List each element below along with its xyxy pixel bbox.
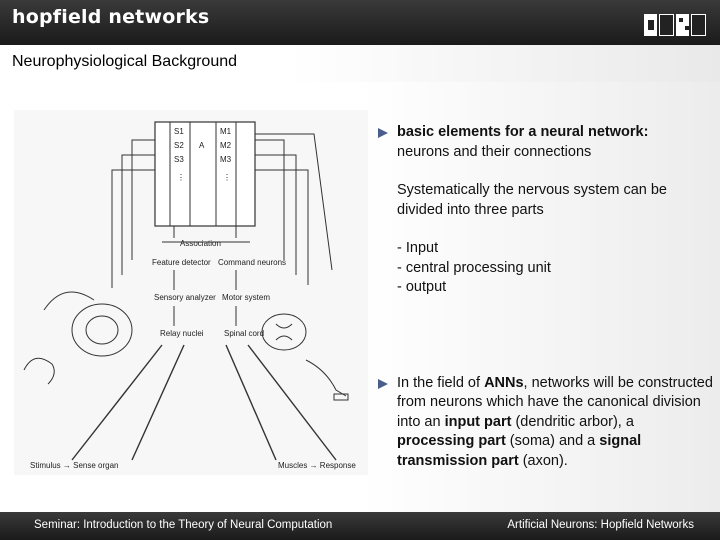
central-block [154, 121, 256, 227]
parts-list: - Input - central processing unit - outp… [378, 239, 713, 298]
bullet-arrow-icon [378, 128, 388, 138]
relay-nuclei-label: Relay nuclei [160, 329, 204, 338]
m2-label: M2 [220, 141, 232, 150]
s2-label: S2 [174, 141, 184, 150]
bullet-arrow-icon [378, 378, 388, 389]
footer-bar: Seminar: Introduction to the Theory of N… [0, 512, 720, 540]
m3-label: M3 [220, 155, 232, 164]
paragraph-parts: Systematically the nervous system can be… [397, 182, 667, 218]
header-title: hopfield networks [12, 6, 210, 28]
header-bar: hopfield networks [0, 0, 720, 45]
section-title: Neurophysiological Background [12, 53, 238, 70]
a-label: A [199, 141, 205, 150]
command-neurons-label: Command neurons [218, 258, 286, 267]
bullet-list: basic elements for a neural network: neu… [378, 123, 713, 471]
s1-label: S1 [174, 127, 184, 136]
bullet-2: In the field of ANNs, networks will be c… [378, 374, 713, 472]
sensory-analyzer-label: Sensory analyzer [154, 293, 216, 302]
spinal-cord-label: Spinal cord [224, 329, 264, 338]
svg-text:⋮: ⋮ [223, 173, 231, 182]
stimulus-label: Stimulus → Sense organ [30, 461, 119, 470]
list-item: - output [397, 279, 447, 295]
list-item: - Input [397, 240, 439, 256]
m1-label: M1 [220, 127, 232, 136]
response-label: Muscles → Response [278, 461, 356, 470]
bullet-1: basic elements for a neural network: neu… [378, 123, 713, 162]
list-item: - central processing unit [397, 259, 551, 276]
nervous-system-diagram: S1 S2 S3 A M1 M2 M3 ⋮ ⋮ Association Feat… [14, 110, 368, 475]
section-header: Neurophysiological Background [0, 45, 720, 82]
logo-icon [644, 14, 706, 36]
feature-detector-label: Feature detector [152, 258, 211, 267]
svg-text:⋮: ⋮ [177, 173, 185, 182]
motor-system-label: Motor system [222, 293, 270, 302]
footer-right-text: Artificial Neurons: Hopfield Networks [507, 519, 694, 531]
association-label: Association [180, 239, 221, 248]
footer-left-text: Seminar: Introduction to the Theory of N… [34, 519, 333, 531]
s3-label: S3 [174, 155, 184, 164]
